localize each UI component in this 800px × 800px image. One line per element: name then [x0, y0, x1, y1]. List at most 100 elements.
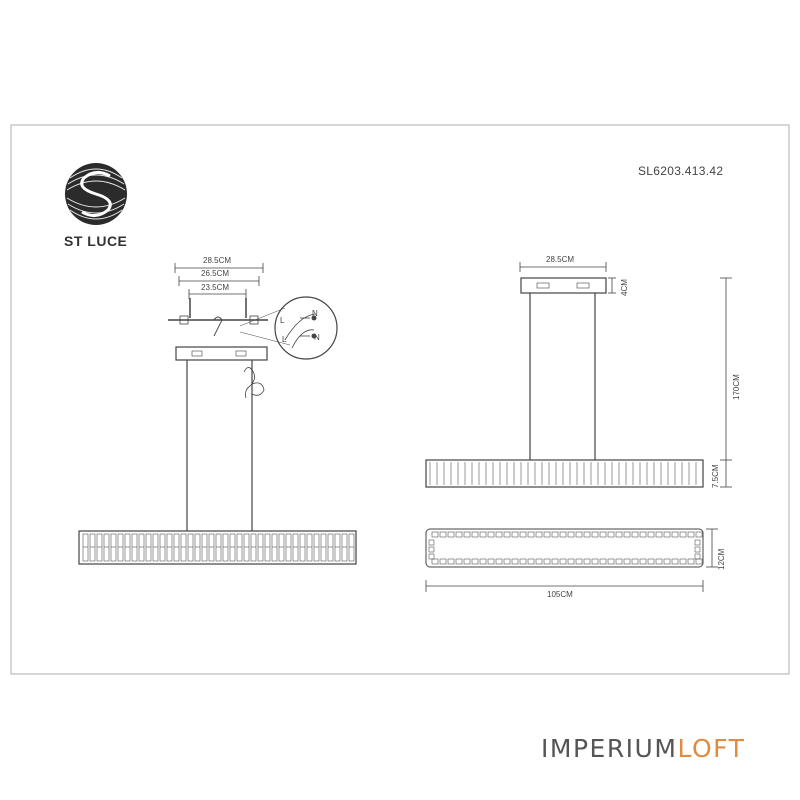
dim-depth: 12CM — [717, 548, 726, 570]
top-segment — [479, 531, 487, 538]
top-segment — [687, 558, 695, 565]
top-segment — [583, 531, 591, 538]
crystal-segment — [222, 533, 229, 562]
top-segment — [567, 558, 575, 565]
crystal-segment — [117, 533, 124, 562]
dim-width-outer: 28.5CM — [203, 256, 231, 265]
top-segment — [631, 531, 639, 538]
top-segment — [591, 531, 599, 538]
top-segment — [623, 531, 631, 538]
crystal-segment — [348, 533, 355, 562]
top-segment — [623, 558, 631, 565]
crystal-segment — [285, 533, 292, 562]
crystal-segment — [208, 533, 215, 562]
crystal-segment — [152, 533, 159, 562]
top-segment — [431, 531, 439, 538]
top-segment — [599, 558, 607, 565]
brand-name: ST LUCE — [64, 233, 127, 249]
top-segment — [471, 531, 479, 538]
top-segment — [511, 558, 519, 565]
top-segment — [694, 553, 701, 560]
crystal-segment — [278, 533, 285, 562]
crystal-segment — [138, 533, 145, 562]
top-segment — [503, 531, 511, 538]
crystal-segment — [236, 533, 243, 562]
product-code: SL6203.413.42 — [638, 164, 723, 178]
top-segment — [663, 558, 671, 565]
top-segment — [695, 558, 703, 565]
top-segment — [655, 531, 663, 538]
dim-body-height: 7.5CM — [711, 464, 720, 488]
crystal-segment — [313, 533, 320, 562]
top-segment — [631, 558, 639, 565]
top-segment — [447, 531, 455, 538]
crystal-segment — [194, 533, 201, 562]
top-segment — [551, 558, 559, 565]
wiring-label: L — [282, 335, 287, 344]
crystal-segment — [187, 533, 194, 562]
crystal-segment — [201, 533, 208, 562]
top-segment — [439, 558, 447, 565]
crystal-segment — [124, 533, 131, 562]
crystal-segment — [243, 533, 250, 562]
top-segment — [463, 558, 471, 565]
dim-canopy-width: 28.5CM — [546, 255, 574, 264]
top-segment — [559, 531, 567, 538]
wiring-label: N — [314, 333, 320, 342]
crystal-segment — [334, 533, 341, 562]
top-segment — [655, 558, 663, 565]
top-segment — [695, 531, 703, 538]
crystal-segment — [264, 533, 271, 562]
top-segment — [495, 531, 503, 538]
crystal-segment — [271, 533, 278, 562]
top-segment — [663, 531, 671, 538]
top-segment — [439, 531, 447, 538]
crystal-segment — [299, 533, 306, 562]
crystal-segment — [96, 533, 103, 562]
top-segment — [607, 558, 615, 565]
top-segment — [519, 558, 527, 565]
top-segment — [615, 558, 623, 565]
top-segment — [599, 531, 607, 538]
crystal-segment — [257, 533, 264, 562]
crystal-segment — [341, 533, 348, 562]
front-lamp-body — [78, 530, 357, 565]
top-segment — [679, 531, 687, 538]
dim-canopy-height: 4CM — [620, 279, 629, 296]
crystal-segment — [159, 533, 166, 562]
crystal-segment — [320, 533, 327, 562]
st-luce-logo-icon — [65, 163, 127, 225]
top-segment — [428, 546, 435, 553]
crystal-segment — [166, 533, 173, 562]
front-view — [168, 263, 291, 531]
top-segment — [639, 558, 647, 565]
top-segment — [479, 558, 487, 565]
imperiumloft-watermark: IMPERIUMLOFT — [541, 734, 745, 763]
crystal-segment — [306, 533, 313, 562]
top-segment — [694, 539, 701, 546]
top-segment — [428, 553, 435, 560]
top-segment — [503, 558, 511, 565]
top-segment — [487, 531, 495, 538]
top-segment — [535, 558, 543, 565]
top-segment — [687, 531, 695, 538]
top-segment — [551, 531, 559, 538]
wiring-label: N — [312, 309, 318, 318]
top-segment — [567, 531, 575, 538]
top-segment — [575, 558, 583, 565]
crystal-segment — [103, 533, 110, 562]
top-segment — [527, 558, 535, 565]
top-segment — [543, 531, 551, 538]
top-segment — [487, 558, 495, 565]
top-segment — [671, 531, 679, 538]
drawing-frame — [10, 124, 790, 675]
top-segment — [455, 531, 463, 538]
top-segment — [694, 546, 701, 553]
top-segment — [639, 531, 647, 538]
top-segment — [607, 531, 615, 538]
crystal-segment — [110, 533, 117, 562]
top-segment — [455, 558, 463, 565]
crystal-segment — [131, 533, 138, 562]
top-segment — [463, 531, 471, 538]
